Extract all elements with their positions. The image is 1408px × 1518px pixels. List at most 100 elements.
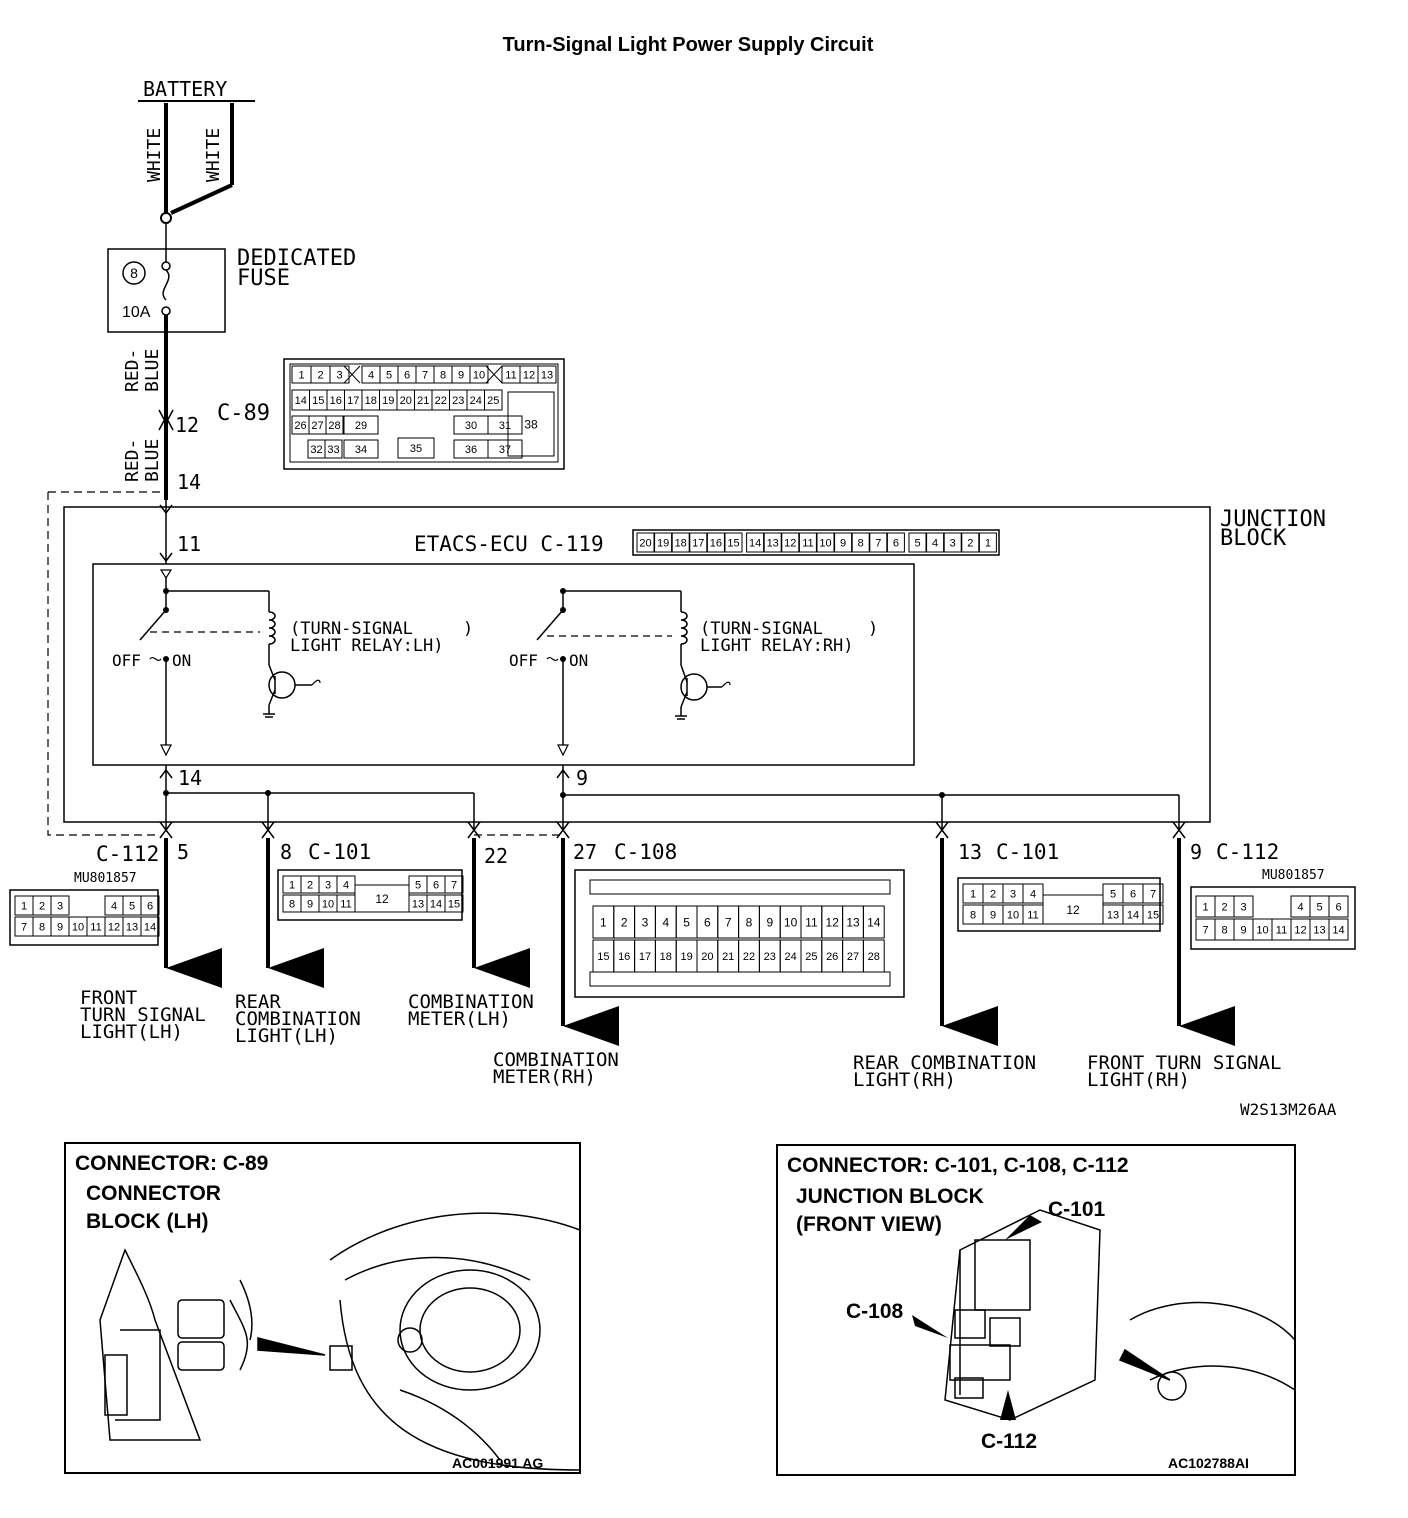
wire-redblue-1a: RED- xyxy=(122,349,143,392)
pin-14-bottom: 14 xyxy=(178,766,202,790)
c89-pin-26-label: 26 xyxy=(294,420,306,432)
load-front-lh-1: FRONT xyxy=(80,987,137,1009)
c89-pin-17-label: 17 xyxy=(347,395,359,407)
c101-rh-grid-pin-15-label: 15 xyxy=(1147,909,1159,921)
c112-lh-grid-pin-2-label: 2 xyxy=(39,900,45,912)
c119-pin-7-cell xyxy=(869,532,888,553)
c89-pin-25-cell xyxy=(484,389,503,411)
panel-junction-location: CONNECTOR: C-101, C-108, C-112 JUNCTION … xyxy=(776,1144,1296,1476)
relay-rh-on: ON xyxy=(569,651,588,670)
relay-rh-label-1: (TURN-SIGNAL xyxy=(700,619,823,639)
c89-blank-pin-mark xyxy=(343,365,361,384)
panel-right-heading: CONNECTOR: C-101, C-108, C-112 xyxy=(787,1154,1129,1177)
c112-lh-grid-pin-1-label: 1 xyxy=(21,900,27,912)
c89-pin-28-label: 28 xyxy=(328,420,340,432)
panel-right-code: AC102788AI xyxy=(1168,1455,1249,1471)
c119-pin-9-cell xyxy=(834,532,853,553)
c101-rh-grid-pin-7-cell xyxy=(1142,883,1164,904)
relay-rh-paren-close: ) xyxy=(868,619,878,639)
c112-rh-grid-pin-9-label: 9 xyxy=(1240,924,1246,936)
c89-pin-18-label: 18 xyxy=(365,395,377,407)
c101-lh-grid-pin-9-label: 9 xyxy=(307,898,313,910)
c112-rh-grid-pin-8-label: 8 xyxy=(1221,924,1227,936)
c108-pin-27-label: 27 xyxy=(847,951,859,963)
c101-rh-grid-pin-14-label: 14 xyxy=(1127,909,1139,921)
c112-rh-grid-pin-1-label: 1 xyxy=(1202,901,1208,913)
c108-pin-4-label: 4 xyxy=(662,915,669,929)
c89-pin-7-label: 7 xyxy=(422,369,428,381)
c119-pin-18-cell xyxy=(671,532,690,553)
c119-pin-17-label: 17 xyxy=(692,537,704,549)
c119-pin-17-cell xyxy=(689,532,708,553)
c108-pin-8-label: 8 xyxy=(746,915,753,929)
c89-pin-13-label: 13 xyxy=(541,369,553,381)
c101-lh-grid-pin-2-label: 2 xyxy=(307,879,313,891)
c112-lh-grid-pin-11-label: 11 xyxy=(90,921,101,933)
c119-pin-14-cell xyxy=(746,532,765,553)
c112-rh-grid-pin-12-label: 12 xyxy=(1294,924,1306,936)
c89-pin-1-label: 1 xyxy=(298,369,304,381)
c89-pin-2-label: 2 xyxy=(317,369,323,381)
c101-lh-grid-pin-14-label: 14 xyxy=(430,898,442,910)
c108-pin-22-label: 22 xyxy=(743,951,755,963)
c112-rh-grid-pin-3-label: 3 xyxy=(1240,901,1246,913)
c108-pin-28-label: 28 xyxy=(868,951,880,963)
c119-pin-1-cell xyxy=(978,532,997,553)
diagram-code: W2S13M26AA xyxy=(1240,1100,1337,1119)
c108-pin-20-label: 20 xyxy=(701,951,713,963)
c119-pin-12-label: 12 xyxy=(784,537,796,549)
c89-pin-24-label: 24 xyxy=(470,395,482,407)
c108-pin-12-label: 12 xyxy=(826,915,840,929)
wire-white-right: WHITE xyxy=(203,128,224,182)
c119-pin-13-cell xyxy=(763,532,782,553)
c89-pin-8-label: 8 xyxy=(440,369,446,381)
c101-lh-grid-pin-7-cell xyxy=(444,875,464,894)
c101-rh-grid-pin-2-label: 2 xyxy=(990,888,996,900)
pin-11: 11 xyxy=(177,532,201,556)
c108-pin-25-label: 25 xyxy=(805,951,817,963)
c101-rh-grid-pin-7-label: 7 xyxy=(1150,888,1156,900)
c119-pin-12-cell xyxy=(781,532,800,553)
c119-pin-16-cell xyxy=(706,532,725,553)
wire-redblue-2a: RED- xyxy=(122,439,143,482)
pin-8: 8 xyxy=(280,840,292,864)
c112-lh-grid-pin-10-label: 10 xyxy=(72,921,84,933)
c108-pin-26-label: 26 xyxy=(826,951,838,963)
c108-pin-21-label: 21 xyxy=(722,951,734,963)
c112-rh-label: C-112 xyxy=(1216,840,1279,864)
c108-pin-18-label: 18 xyxy=(660,951,672,963)
c119-pin-2-cell xyxy=(961,532,980,553)
load-meter-lh-2: METER(LH) xyxy=(408,1008,511,1030)
c89-pin-34-cell xyxy=(343,439,379,459)
c101-lh-grid-pin-10-label: 10 xyxy=(322,898,334,910)
c108-pin-16-label: 16 xyxy=(618,951,630,963)
c89-pin-4-label: 4 xyxy=(368,369,374,381)
panel-right-c108: C-108 xyxy=(846,1300,904,1323)
c101-lh-grid-pin-8-label: 8 xyxy=(289,898,295,910)
c89-pin-13-cell xyxy=(537,365,557,384)
c89-pin-35-label: 35 xyxy=(410,443,422,455)
pin-22: 22 xyxy=(484,844,508,868)
c112-lh-grid-pin-7-label: 7 xyxy=(21,921,27,933)
c112-rh-grid-pin-6-label: 6 xyxy=(1335,901,1341,913)
c101-rh-grid-pin-1-label: 1 xyxy=(970,888,976,900)
c108-pin-17-label: 17 xyxy=(639,951,651,963)
load-front-rh-2: LIGHT(RH) xyxy=(1087,1069,1190,1091)
c119-pin-20-label: 20 xyxy=(639,537,651,549)
c101-rh-grid-pin-13-label: 13 xyxy=(1107,909,1119,921)
c119-pin-7-label: 7 xyxy=(875,537,881,549)
c89-pin-16-label: 16 xyxy=(330,395,342,407)
fuse-label-1: DEDICATED xyxy=(237,246,356,271)
c119-pin-11-label: 11 xyxy=(802,537,813,549)
c119-pin-4-cell xyxy=(926,532,945,553)
c101-rh-label: C-101 xyxy=(996,840,1059,864)
c101-lh-grid-pin-5-label: 5 xyxy=(415,879,421,891)
c89-pin-14-label: 14 xyxy=(295,395,307,407)
load-meter-rh-2: METER(RH) xyxy=(493,1066,596,1088)
c112-lh-grid-pin-12-label: 12 xyxy=(108,921,120,933)
panel-right-sub-1: JUNCTION BLOCK xyxy=(796,1185,984,1208)
